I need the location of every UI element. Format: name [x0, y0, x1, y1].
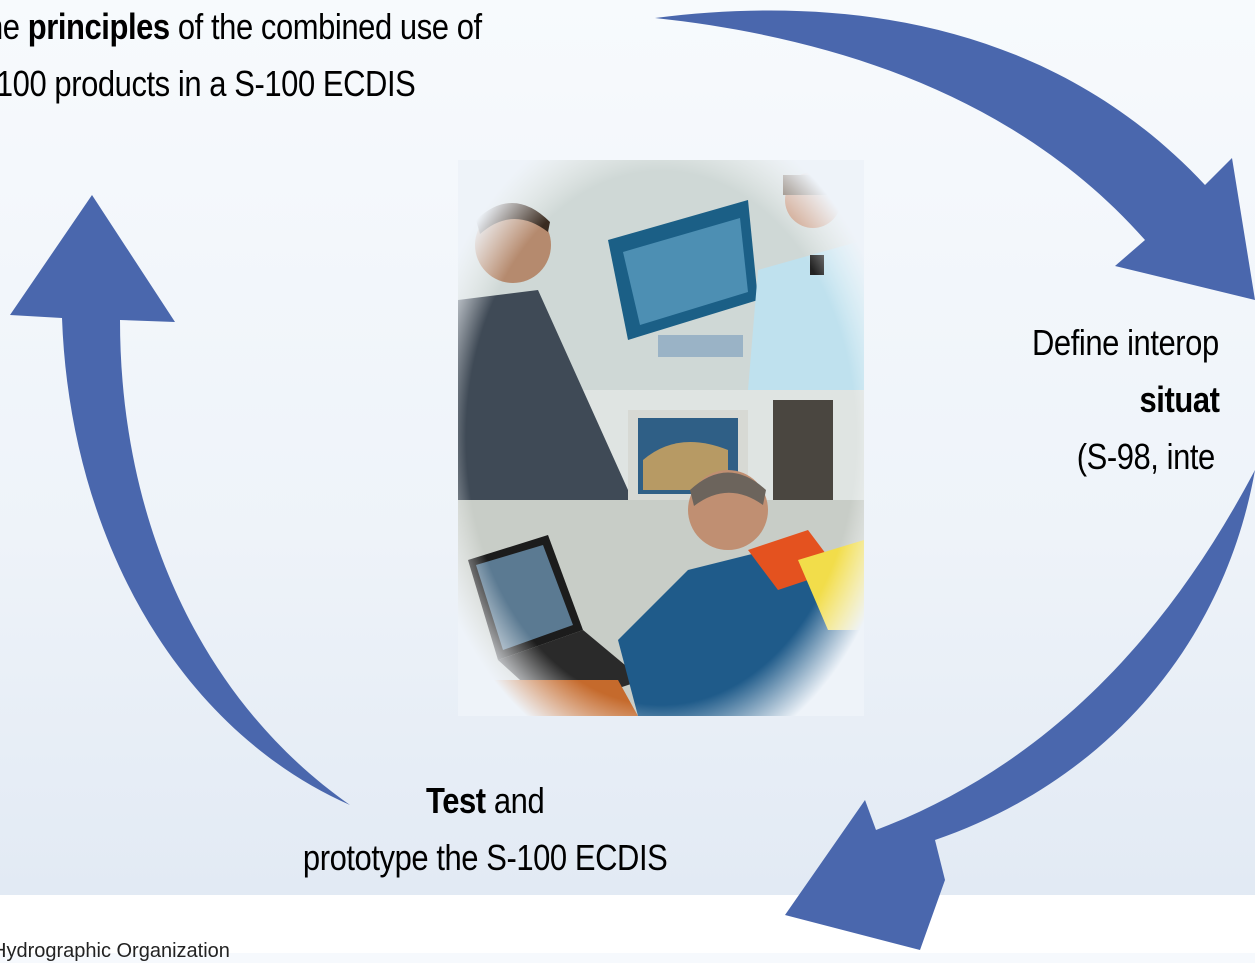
step-test-keyword: Test	[426, 780, 486, 821]
footer-band	[0, 895, 1255, 953]
step-test-line2: prototype the S-100 ECDIS	[302, 837, 668, 878]
step-principles-text: he principles of the combined use of -10…	[0, 0, 482, 112]
step-interoperability-keyword: situat	[1139, 379, 1220, 420]
ecdis-bridge-photo	[458, 160, 864, 716]
arrow-top-right	[655, 10, 1255, 300]
step-principles-line2: -100 products in a S-100 ECDIS	[0, 63, 416, 104]
step-interoperability-text: Define interop situat (S-98, inte	[1032, 322, 1220, 477]
step-principles-keyword: principles	[27, 6, 170, 47]
arrow-right-bottom	[785, 470, 1255, 950]
arrow-left-up	[10, 195, 350, 805]
step-test-text: Test and prototype the S-100 ECDIS	[302, 780, 668, 878]
footer-organization: Hydrographic Organization	[0, 940, 230, 962]
